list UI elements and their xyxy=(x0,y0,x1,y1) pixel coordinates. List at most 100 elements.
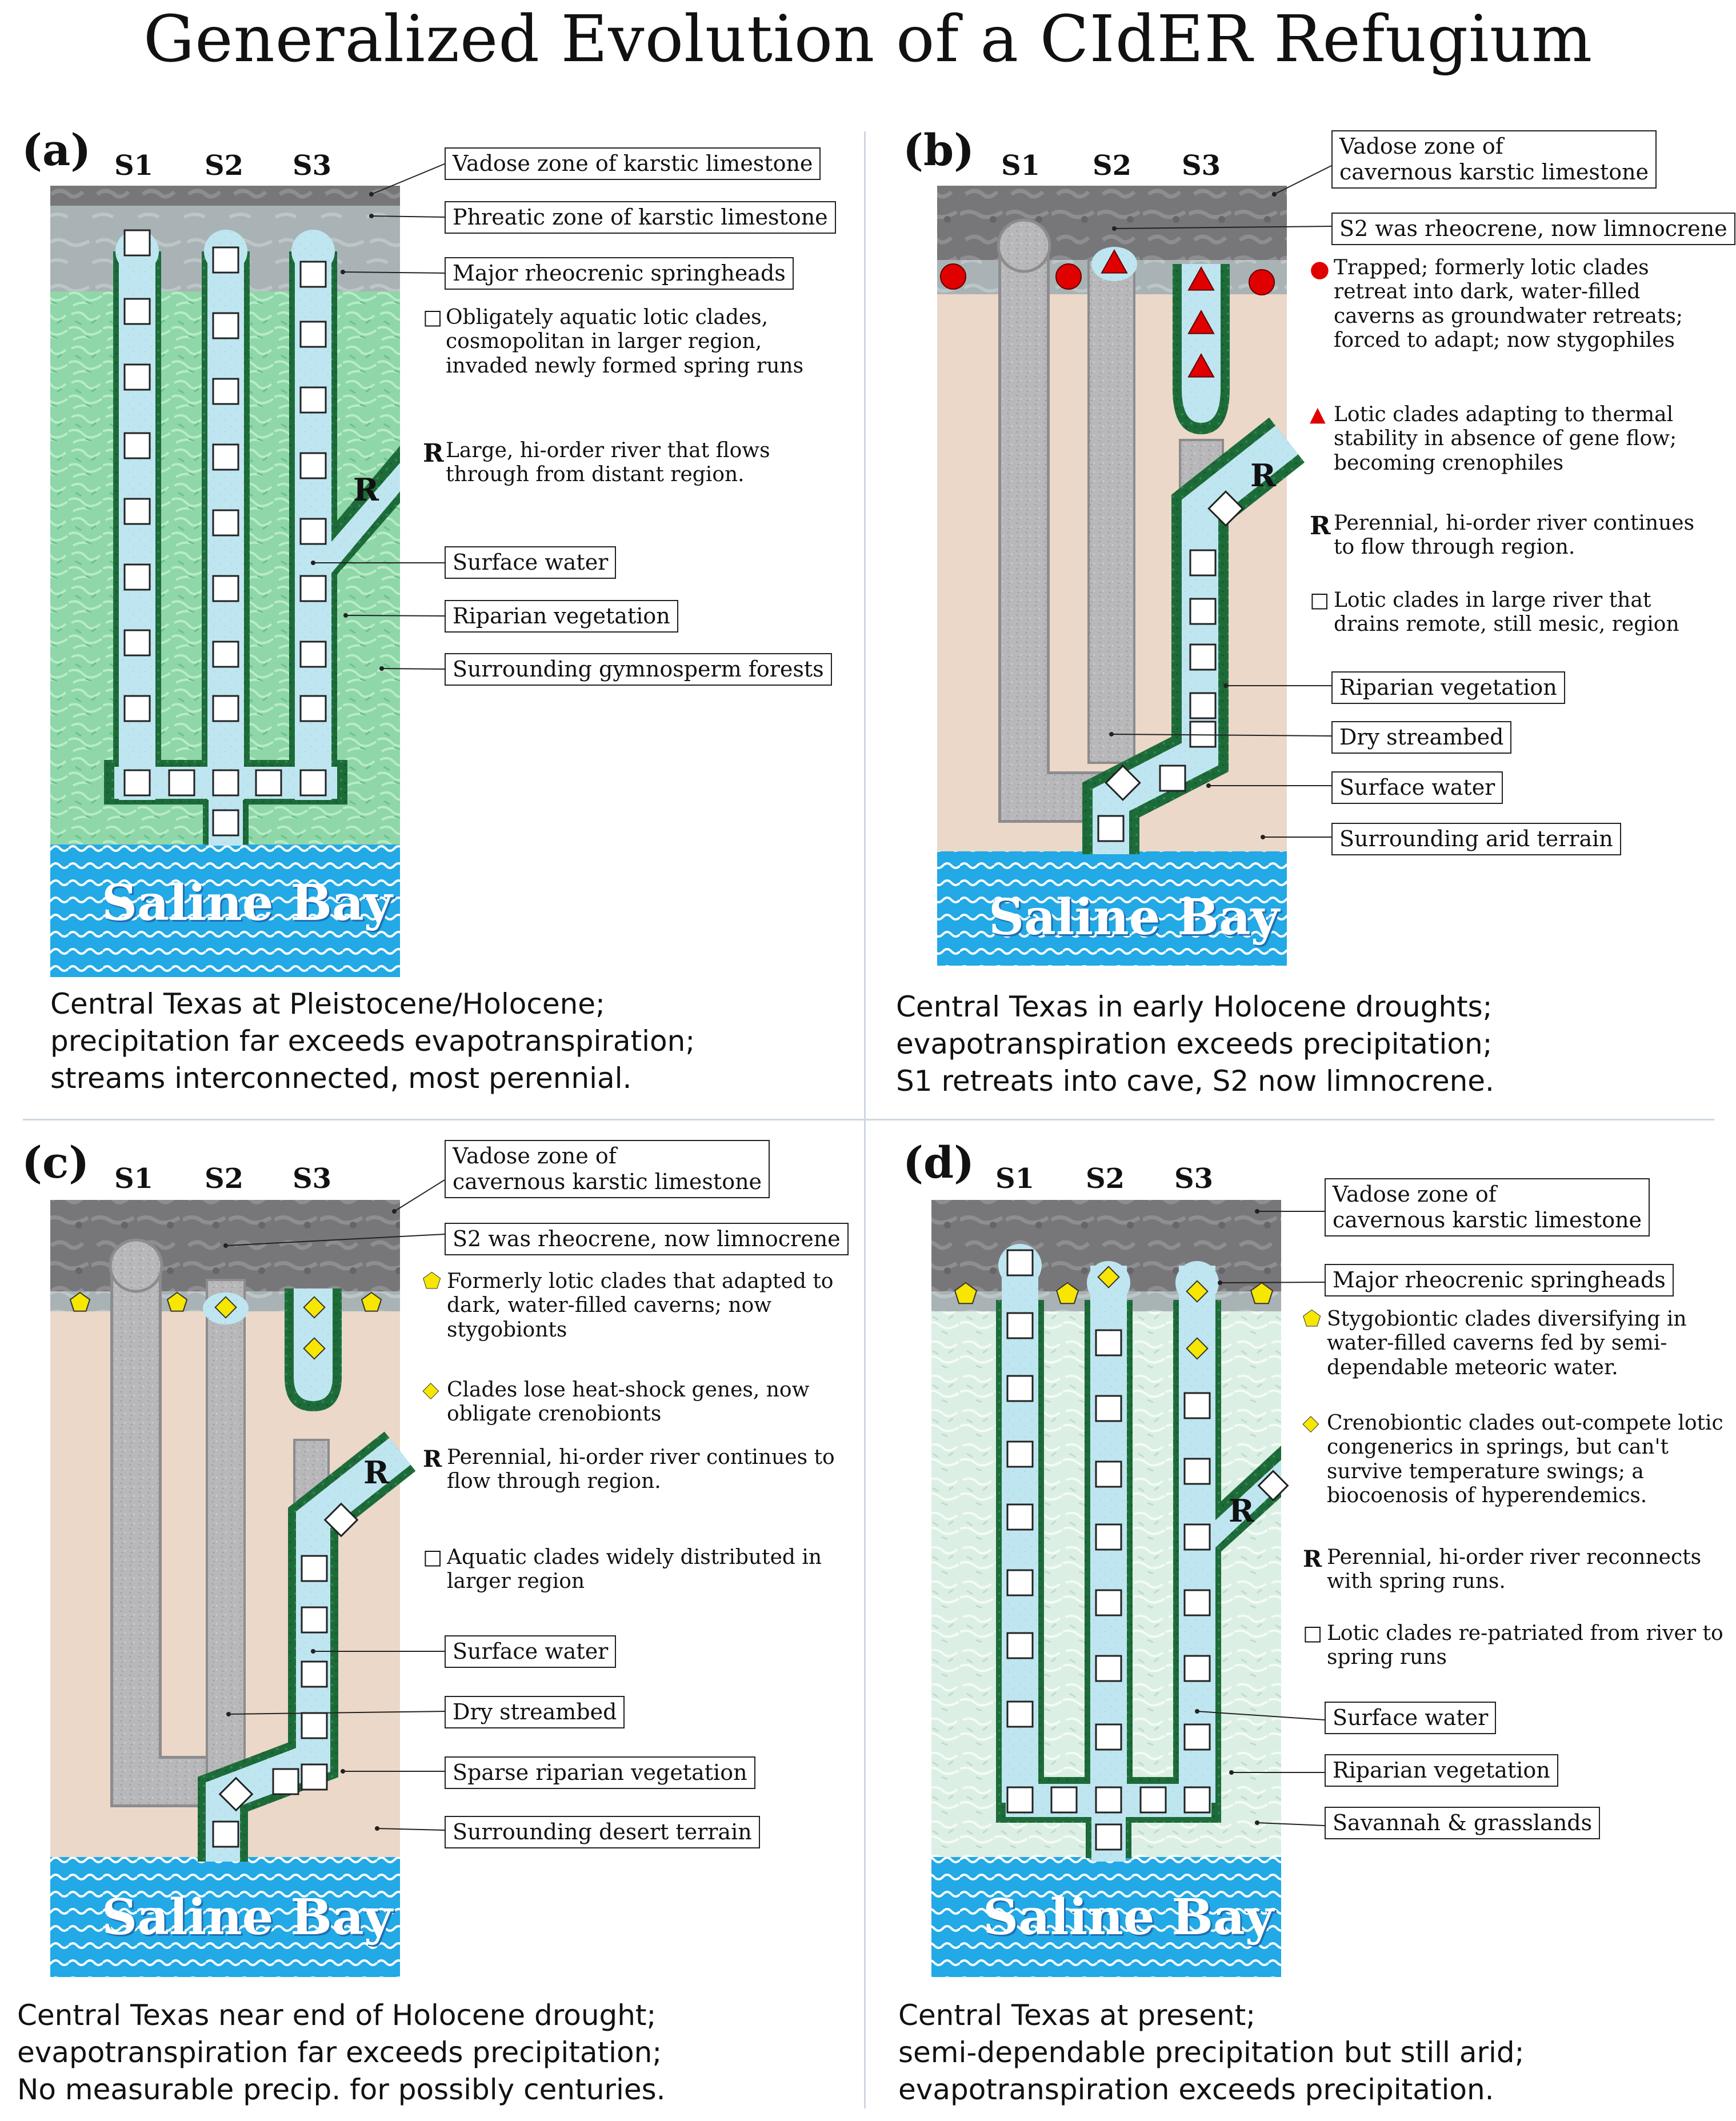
dry-streambed xyxy=(206,1279,246,1778)
lotic-clade-square xyxy=(1006,1700,1034,1728)
lotic-clade-square xyxy=(301,1555,328,1582)
lotic-clade-diamond xyxy=(1257,1470,1289,1502)
square-symbol-icon: □ xyxy=(423,1546,443,1569)
lotic-clade-square xyxy=(1095,1329,1122,1356)
lotic-clade-square xyxy=(1183,1655,1211,1682)
leader-line xyxy=(371,163,446,195)
lotic-clade-diamond xyxy=(323,1502,359,1538)
panel-d-label: (d) xyxy=(903,1137,975,1188)
lotic-clade-square xyxy=(1189,721,1217,748)
lotic-clade-square xyxy=(1006,1312,1034,1339)
lotic-clade-square xyxy=(1183,1458,1211,1485)
panel-c-s1-label: S1 xyxy=(114,1163,154,1195)
stygobiont-pentagon xyxy=(166,1291,188,1312)
panel-d-label-surface-water: Surface water xyxy=(1325,1702,1497,1734)
yellow-pentagon-icon: ⬟ xyxy=(1302,1307,1321,1331)
leader-dot xyxy=(341,270,345,274)
yellow-diamond-icon: ◆ xyxy=(423,1378,439,1402)
panel-a-diagram xyxy=(50,163,446,977)
lotic-clade-square xyxy=(212,809,239,837)
cave-springhead xyxy=(997,218,1051,273)
crenobiont-diamond xyxy=(1097,1266,1120,1288)
leader-line xyxy=(342,271,446,274)
panel-a-label-vadose: Vadose zone of karstic limestone xyxy=(445,147,821,180)
leader-dot xyxy=(1109,732,1114,737)
panel-a-label-surface-water: Surface water xyxy=(445,546,617,579)
lotic-clade-square xyxy=(212,641,239,668)
panel-d-label-springheads: Major rheocrenic springheads xyxy=(1325,1264,1674,1296)
panel-c-note-squares: □Aquatic clades widely distributed in la… xyxy=(423,1546,822,1594)
lotic-clade-square xyxy=(1189,692,1217,719)
river-symbol-icon: R xyxy=(1310,511,1331,541)
panel-d-river-letter: R xyxy=(1229,1492,1254,1529)
panel-b-river-letter: R xyxy=(1250,457,1276,494)
saline-bay xyxy=(937,851,1287,966)
crenophile-triangle xyxy=(1101,249,1128,274)
lotic-clade-square xyxy=(1189,549,1217,577)
leader-dot xyxy=(311,1649,315,1654)
saline-bay xyxy=(931,1857,1281,1977)
stygobiont-pentagon xyxy=(361,1291,382,1312)
lotic-clade-square xyxy=(1095,1786,1122,1814)
leader-dot xyxy=(379,666,384,671)
leader-line xyxy=(377,1828,445,1831)
panel-c-label: (c) xyxy=(22,1137,90,1188)
lotic-clade-diamond xyxy=(218,1776,254,1812)
saline-bay xyxy=(50,1857,400,1977)
lotic-clade-square xyxy=(299,261,327,288)
panel-d-note-diamonds: ◆Crenobiontic clades out-compete lotic c… xyxy=(1303,1411,1723,1508)
panel-a-river-letter: R xyxy=(353,471,379,508)
lotic-clade-square xyxy=(1183,1392,1211,1419)
lotic-clade-square xyxy=(1006,1632,1034,1659)
lotic-clade-square xyxy=(299,695,327,722)
dry-streambed xyxy=(1087,259,1135,764)
panel-a-note-squares: □Obligately aquatic lotic clades, cosmop… xyxy=(423,306,804,378)
leader-line xyxy=(1257,1822,1325,1826)
river xyxy=(313,463,400,580)
lotic-clade-square xyxy=(1006,1249,1034,1276)
crenobiont-diamond xyxy=(1186,1337,1209,1360)
leader-dot xyxy=(375,1826,379,1831)
panel-b-label-surface-water: Surface water xyxy=(1331,771,1503,804)
panel-b-s3-label: S3 xyxy=(1182,150,1221,182)
crenophile-triangle xyxy=(1187,353,1215,378)
lotic-clade-square xyxy=(212,443,239,471)
leader-dot xyxy=(223,1243,228,1248)
panel-c-caption: Central Texas near end of Holocene droug… xyxy=(17,1999,666,2106)
cave-springhead xyxy=(109,1238,163,1293)
leader-line xyxy=(1219,1282,1325,1283)
panel-c-label-dry-streambed: Dry streambed xyxy=(445,1696,625,1728)
vadose-zone xyxy=(50,186,400,206)
leader-dot xyxy=(226,1712,231,1716)
stygobiont-pentagon xyxy=(69,1291,91,1312)
lotic-clade-square xyxy=(212,575,239,602)
red-circle-icon: ● xyxy=(1310,256,1330,282)
panel-d-caption: Central Texas at present;semi-dependable… xyxy=(898,1999,1525,2106)
crenobiont-diamond xyxy=(214,1296,237,1319)
square-symbol-icon: □ xyxy=(423,306,443,329)
panel-a-s2-label: S2 xyxy=(205,150,244,182)
lotic-clade-square xyxy=(123,695,151,722)
lotic-clade-square xyxy=(123,629,151,657)
stygobiont-pentagon xyxy=(1055,1282,1079,1304)
leader-dot xyxy=(392,1209,397,1214)
lotic-clade-square xyxy=(123,229,151,257)
lotic-clade-square xyxy=(212,509,239,537)
lotic-clade-square xyxy=(212,1820,239,1848)
lotic-clade-square xyxy=(299,518,327,545)
river xyxy=(206,1438,411,1862)
lotic-clade-square xyxy=(1095,1395,1122,1422)
stygobiont-pentagon xyxy=(954,1282,978,1304)
panel-b-note-squares: □Lotic clades in large river that drains… xyxy=(1310,589,1679,637)
square-symbol-icon: □ xyxy=(1303,1622,1323,1645)
panel-d-note-pentagons: ⬟Stygobiontic clades diversifying in wat… xyxy=(1302,1307,1687,1379)
panel-b-label-arid: Surrounding arid terrain xyxy=(1331,823,1621,855)
divider-horizontal xyxy=(23,1119,1714,1120)
panel-c-note-pentagons: ⬟Formerly lotic clades that adapted to d… xyxy=(422,1269,834,1342)
panel-d-diagram xyxy=(931,1200,1325,1977)
panel-b-s1-label: S1 xyxy=(1001,150,1041,182)
river-symbol-icon: R xyxy=(423,439,444,468)
lotic-clade-square xyxy=(212,695,239,722)
crenobiont-diamond xyxy=(303,1337,326,1360)
panel-b-saline-bay: Saline Bay xyxy=(989,889,1279,946)
